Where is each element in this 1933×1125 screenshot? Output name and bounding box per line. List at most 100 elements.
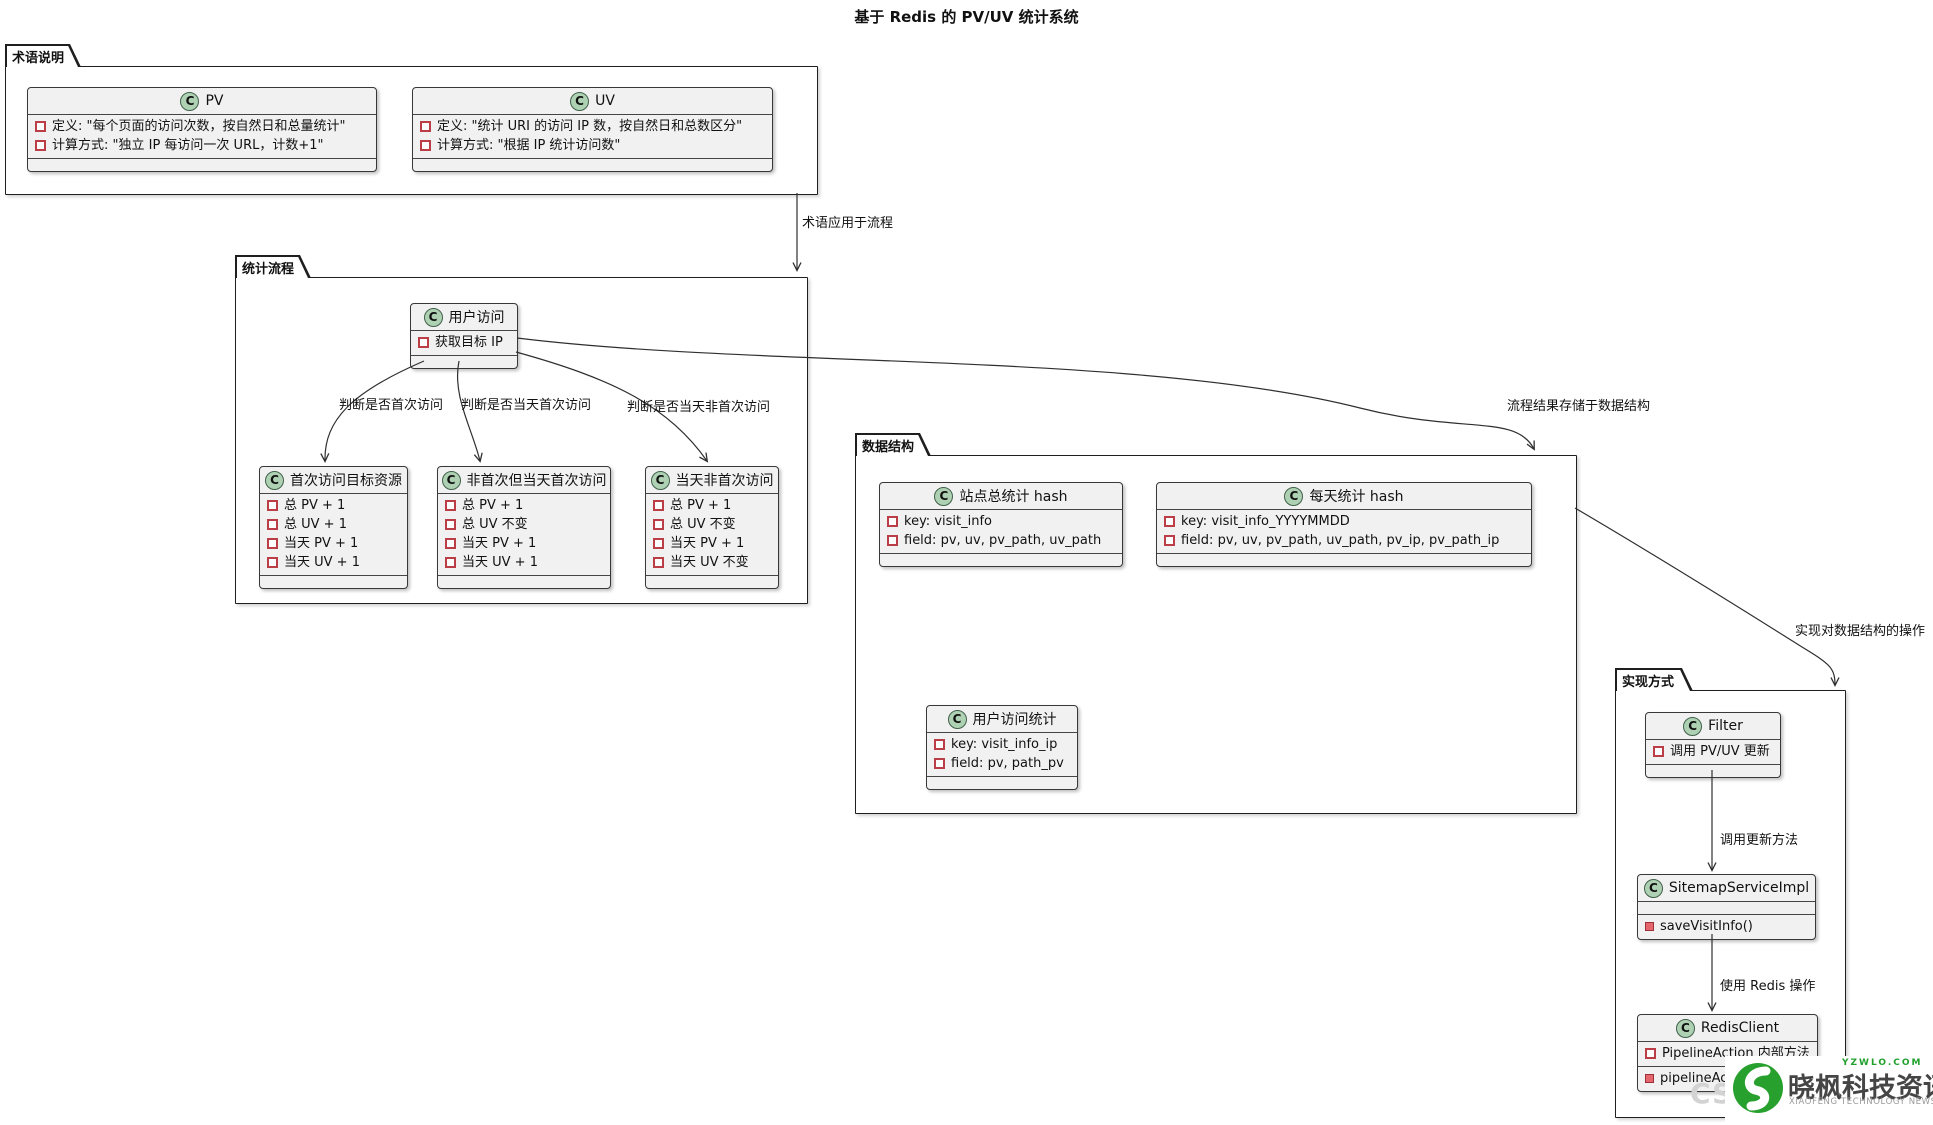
- method-row: saveVisitInfo(): [1638, 917, 1809, 936]
- field-text: field: pv, uv, pv_path, uv_path: [904, 533, 1102, 548]
- class-stereotype-icon: C: [934, 486, 954, 506]
- field-row: 总 UV + 1: [260, 515, 401, 534]
- private-field-icon: [887, 516, 898, 527]
- field-row: 当天 PV + 1: [260, 534, 401, 553]
- watermark-brand-subtitle: XIAOFENG TECHNOLOGY NEWS: [1789, 1097, 1933, 1107]
- field-text: 定义: "统计 URI 的访问 IP 数，按自然日和总数区分": [437, 119, 743, 134]
- field-row: 总 PV + 1: [260, 496, 401, 515]
- fields-compartment: 调用 PV/UV 更新: [1646, 739, 1780, 764]
- methods-compartment: [28, 158, 376, 171]
- package-tab-flow: 统计流程: [235, 255, 311, 278]
- field-text: 总 PV + 1: [670, 498, 732, 513]
- class-daily-hash: C 每天统计 hash key: visit_info_YYYYMMDD fie…: [1156, 482, 1532, 567]
- field-text: field: pv, path_pv: [951, 756, 1064, 771]
- field-text: 当天 UV 不变: [670, 555, 749, 570]
- class-user-visit-hash: C 用户访问统计 key: visit_info_ip field: pv, p…: [926, 705, 1078, 790]
- class-first-visit: C 首次访问目标资源 总 PV + 1 总 UV + 1 当天 PV + 1 当…: [259, 466, 408, 589]
- private-field-icon: [653, 519, 664, 530]
- private-field-icon: [1164, 516, 1175, 527]
- class-header: C 首次访问目标资源: [260, 467, 407, 493]
- fields-compartment: 定义: "每个页面的访问次数，按自然日和总量统计" 计算方式: "独立 IP 每…: [28, 114, 376, 158]
- class-stereotype-icon: C: [947, 709, 967, 729]
- class-name: 每天统计 hash: [1309, 489, 1404, 505]
- field-text: 获取目标 IP: [435, 335, 503, 350]
- private-field-icon: [267, 500, 278, 511]
- field-row: 当天 PV + 1: [646, 534, 772, 553]
- package-tab-terminology: 术语说明: [5, 44, 81, 67]
- private-field-icon: [1645, 1048, 1656, 1059]
- private-method-icon: [1645, 1074, 1654, 1083]
- field-row: 计算方式: "独立 IP 每访问一次 URL，计数+1": [28, 136, 370, 155]
- class-stereotype-icon: C: [1675, 1018, 1695, 1038]
- class-pv: C PV 定义: "每个页面的访问次数，按自然日和总量统计" 计算方式: "独立…: [27, 87, 377, 172]
- methods-compartment: [411, 355, 517, 368]
- field-text: 总 PV + 1: [284, 498, 346, 513]
- field-text: 当天 UV + 1: [462, 555, 538, 570]
- field-text: 当天 PV + 1: [284, 536, 359, 551]
- private-field-icon: [267, 538, 278, 549]
- private-field-icon: [445, 557, 456, 568]
- private-method-icon: [1645, 922, 1654, 931]
- class-name: PV: [205, 93, 224, 109]
- edge-label-terminology-to-flow: 术语应用于流程: [802, 216, 894, 231]
- class-name: UV: [595, 93, 615, 109]
- field-row: field: pv, uv, pv_path, uv_path: [880, 531, 1116, 550]
- private-field-icon: [1653, 746, 1664, 757]
- field-row: 总 UV 不变: [646, 515, 772, 534]
- fields-compartment: [1638, 901, 1815, 914]
- private-field-icon: [35, 140, 46, 151]
- class-header: C 当天非首次访问: [646, 467, 778, 493]
- field-text: key: visit_info_ip: [951, 737, 1058, 752]
- field-text: 定义: "每个页面的访问次数，按自然日和总量统计": [52, 119, 346, 134]
- edge-label-day-first: 判断是否当天首次访问: [461, 398, 592, 413]
- class-header: C UV: [413, 88, 772, 114]
- class-name: 用户访问统计: [972, 712, 1057, 728]
- field-row: key: visit_info_ip: [927, 735, 1071, 754]
- class-header: C Filter: [1646, 713, 1780, 739]
- private-field-icon: [267, 557, 278, 568]
- methods-compartment: [260, 575, 407, 588]
- private-field-icon: [267, 519, 278, 530]
- private-field-icon: [653, 557, 664, 568]
- diagram-title: 基于 Redis 的 PV/UV 统计系统: [854, 8, 1079, 26]
- field-row: field: pv, path_pv: [927, 754, 1071, 773]
- class-stereotype-icon: C: [265, 470, 284, 490]
- watermark-logo-icon: [1733, 1063, 1783, 1113]
- field-text: 总 UV + 1: [284, 517, 347, 532]
- field-row: 定义: "每个页面的访问次数，按自然日和总量统计": [28, 117, 370, 136]
- watermark-site-url: YZWLO.COM: [1842, 1058, 1923, 1068]
- edge-label-first: 判断是否首次访问: [339, 398, 444, 413]
- fields-compartment: 总 PV + 1 总 UV 不变 当天 PV + 1 当天 UV + 1: [438, 493, 610, 575]
- field-row: 当天 UV 不变: [646, 553, 772, 572]
- field-text: key: visit_info: [904, 514, 992, 529]
- package-tab-impl: 实现方式: [1615, 668, 1693, 691]
- package-terminology: [5, 66, 818, 195]
- package-tab-shape: [5, 44, 81, 67]
- edge-label-data-to-impl: 实现对数据结构的操作: [1795, 624, 1926, 639]
- class-name: Filter: [1708, 718, 1743, 734]
- class-stereotype-icon: C: [423, 307, 443, 327]
- field-text: 总 UV 不变: [670, 517, 736, 532]
- class-header: C SitemapServiceImpl: [1638, 875, 1815, 901]
- field-text: 计算方式: "根据 IP 统计访问数": [437, 138, 621, 153]
- edge-data-to-impl: [1574, 507, 1840, 687]
- class-header: C 站点总统计 hash: [880, 483, 1122, 509]
- field-text: 当天 PV + 1: [670, 536, 745, 551]
- methods-compartment: [413, 158, 772, 171]
- fields-compartment: key: visit_info field: pv, uv, pv_path, …: [880, 509, 1122, 553]
- class-stereotype-icon: C: [570, 91, 590, 111]
- class-stereotype-icon: C: [650, 470, 670, 490]
- fields-compartment: key: visit_info_YYYYMMDD field: pv, uv, …: [1157, 509, 1531, 553]
- class-name: SitemapServiceImpl: [1668, 880, 1810, 896]
- field-text: 计算方式: "独立 IP 每访问一次 URL，计数+1": [52, 138, 324, 153]
- field-text: 当天 PV + 1: [462, 536, 537, 551]
- class-header: C RedisClient: [1638, 1015, 1817, 1041]
- package-label: 术语说明: [12, 51, 65, 66]
- method-text: saveVisitInfo(): [1660, 919, 1753, 934]
- field-text: 调用 PV/UV 更新: [1670, 744, 1770, 759]
- fields-compartment: 总 PV + 1 总 UV + 1 当天 PV + 1 当天 UV + 1: [260, 493, 407, 575]
- private-field-icon: [35, 121, 46, 132]
- private-field-icon: [420, 140, 431, 151]
- field-row: 调用 PV/UV 更新: [1646, 742, 1774, 761]
